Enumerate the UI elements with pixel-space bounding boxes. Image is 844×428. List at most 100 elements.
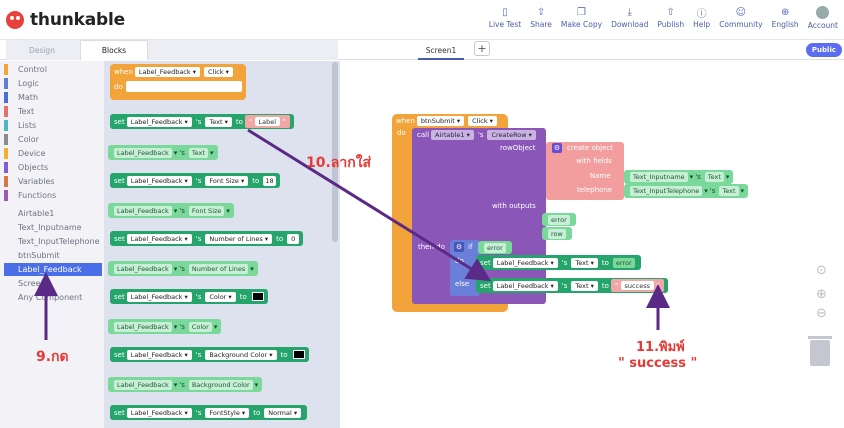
get-font-size-block[interactable]: Label_Feedback▾ 's Font Size▾ (108, 203, 234, 218)
if-condition-error[interactable]: error (478, 241, 512, 254)
event-dropdown[interactable]: Click ▾ (204, 67, 233, 77)
gear-icon[interactable]: ⚙ (454, 242, 464, 252)
globe-icon: ⊕ (780, 6, 790, 18)
number-value[interactable]: 0 (287, 233, 300, 244)
editor-mode-tabs: Design Blocks (6, 40, 338, 60)
editor-tabs-row: Design Blocks Screen1 + Public (0, 40, 844, 60)
category-label: Text (18, 107, 35, 116)
tab-screen1[interactable]: Screen1 (418, 42, 464, 60)
category-color-bar (4, 176, 8, 187)
color-swatch[interactable] (292, 350, 305, 359)
number-value[interactable]: 18 (263, 175, 276, 186)
component-dropdown[interactable]: Label_Feedback ▾ (134, 67, 200, 77)
category-item-text[interactable]: Text (4, 105, 102, 118)
category-item-lists[interactable]: Lists (4, 119, 102, 132)
live-test-button[interactable]: ▯Live Test (488, 6, 522, 30)
category-item-any-component[interactable]: Any Component (4, 291, 102, 304)
language-button[interactable]: ⊕English (771, 6, 799, 30)
category-item-label-feedback[interactable]: Label_Feedback (4, 263, 102, 276)
category-label: Lists (18, 121, 37, 130)
get-background-color-block[interactable]: Label_Feedback▾ 's Background Color▾ (108, 377, 263, 392)
category-item-text-inputtelephone[interactable]: Text_InputTelephone (4, 235, 102, 248)
category-color-bar (4, 134, 8, 145)
category-label: Label_Feedback (18, 265, 82, 274)
category-color-bar (4, 78, 8, 89)
category-label: Device (18, 149, 46, 158)
get-inputname-text-block[interactable]: Text_Inputname▾ 's Text▾ (624, 170, 734, 184)
public-button[interactable]: Public (805, 43, 842, 57)
download-button[interactable]: ⤓Download (611, 6, 649, 30)
set-background-color-block[interactable]: set Label_Feedback ▾ 's Background Color… (110, 347, 309, 362)
category-item-variables[interactable]: Variables (4, 175, 102, 188)
category-label: Objects (18, 163, 49, 172)
category-label: Color (18, 135, 39, 144)
recenter-icon[interactable]: ⊙ (816, 263, 827, 278)
copy-icon: ❐ (576, 6, 586, 18)
annotation-step11: 11.พิมพ์ (636, 340, 685, 355)
when-click-event-block[interactable]: when Label_Feedback ▾ Click ▾ do (110, 64, 246, 100)
category-item-btnsubmit[interactable]: btnSubmit (4, 249, 102, 262)
category-item-airtable1[interactable]: Airtable1 (4, 207, 102, 220)
phone-icon: ▯ (502, 6, 508, 18)
category-item-functions[interactable]: Functions (4, 189, 102, 202)
tab-blocks[interactable]: Blocks (80, 40, 148, 60)
category-color-bar (4, 148, 8, 159)
community-icon: ☺ (735, 6, 747, 18)
get-color-block[interactable]: Label_Feedback▾ 's Color▾ (108, 319, 222, 334)
get-number-of-lines-block[interactable]: Label_Feedback▾ 's Number of Lines▾ (108, 261, 258, 276)
arrow-step10 (247, 128, 492, 282)
set-feedback-success-block[interactable]: set Label_Feedback ▾ 's Text ▾ to “succe… (476, 278, 668, 293)
brand-logo[interactable]: thunkable (6, 10, 125, 30)
zoom-in-icon[interactable]: ⊕ (816, 287, 827, 302)
set-font-size-block[interactable]: set Label_Feedback ▾ 's Font Size ▾ to 1… (110, 173, 280, 188)
event-dropdown[interactable]: Click ▾ (468, 116, 497, 126)
category-label: Any Component (18, 293, 83, 302)
category-item-text-inputname[interactable]: Text_Inputname (4, 221, 102, 234)
zoom-out-icon[interactable]: ⊖ (816, 306, 827, 321)
set-text-block[interactable]: set Label_Feedback ▾ 's Text ▾ to “Label… (110, 114, 294, 129)
set-color-block[interactable]: set Label_Feedback ▾ 's Color ▾ to (110, 289, 268, 304)
get-text-block[interactable]: Label_Feedback▾ 's Text▾ (108, 145, 218, 160)
publish-icon: ⇧ (666, 6, 675, 18)
top-header: thunkable ▯Live Test ⇪Share ❐Make Copy ⤓… (0, 0, 844, 40)
trash-icon[interactable] (808, 336, 832, 366)
share-button[interactable]: ⇪Share (530, 6, 552, 30)
category-item-math[interactable]: Math (4, 91, 102, 104)
category-item-objects[interactable]: Objects (4, 161, 102, 174)
category-item-color[interactable]: Color (4, 133, 102, 146)
share-icon: ⇪ (536, 6, 546, 18)
category-label: btnSubmit (18, 251, 60, 260)
category-item-device[interactable]: Device (4, 147, 102, 160)
account-button[interactable]: Account (808, 6, 838, 30)
category-color-bar (4, 64, 8, 75)
category-label: Logic (18, 79, 39, 88)
color-swatch[interactable] (251, 292, 264, 301)
set-number-of-lines-block[interactable]: set Label_Feedback ▾ 's Number of Lines … (110, 231, 304, 246)
font-style-dropdown[interactable]: Normal ▾ (264, 407, 302, 418)
string-block[interactable]: “Label” (244, 115, 290, 128)
get-inputtelephone-text-block[interactable]: Text_InputTelephone▾ 's Text▾ (624, 184, 749, 198)
category-item-logic[interactable]: Logic (4, 77, 102, 90)
category-label: Math (18, 93, 39, 102)
set-font-style-block[interactable]: set Label_Feedback ▾ 's FontStyle ▾ to N… (110, 405, 308, 420)
publish-button[interactable]: ⇧Publish (657, 6, 685, 30)
category-label: Functions (18, 191, 57, 200)
thunkable-logo-icon (6, 11, 24, 29)
gear-icon[interactable]: ⚙ (552, 143, 562, 153)
category-item-control[interactable]: Control (4, 63, 102, 76)
category-label: Text_Inputname (18, 223, 82, 232)
category-color-bar (4, 162, 8, 173)
make-copy-button[interactable]: ❐Make Copy (560, 6, 603, 30)
event-component-dropdown[interactable]: btnSubmit ▾ (416, 116, 465, 126)
output-row-variable[interactable]: row (542, 227, 572, 240)
category-label: Variables (18, 177, 55, 186)
tab-design[interactable]: Design (29, 45, 55, 55)
add-screen-button[interactable]: + (474, 41, 490, 56)
flyout-scrollbar[interactable] (332, 62, 338, 242)
community-button[interactable]: ☺Community (719, 6, 763, 30)
category-color-bar (4, 190, 8, 201)
output-error-variable[interactable]: error (542, 213, 576, 226)
